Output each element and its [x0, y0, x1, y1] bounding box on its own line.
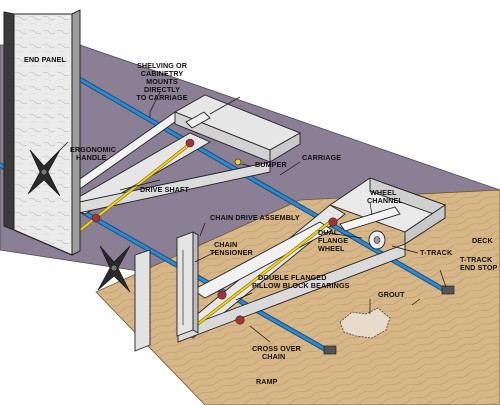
label-wheel-channel-line-2: CHANNEL	[367, 196, 403, 205]
label-cross-over-line-1: CROSS OVER	[252, 344, 302, 353]
bearing-rear-2	[91, 213, 101, 223]
label-shelving-line-1: SHELVING OR	[137, 61, 188, 70]
label-shelving-line-3: MOUNTS	[146, 77, 178, 86]
carriage-front	[177, 177, 446, 343]
label-end-stop-line-2: END STOP	[460, 263, 498, 272]
label-chain-tensioner-line-1: CHAIN	[214, 240, 237, 249]
end-panel	[3, 9, 81, 256]
dual-flange-wheel	[368, 230, 386, 250]
ergonomic-handle	[27, 149, 61, 197]
label-pillow-block-line-2: PILLOW BLOCK BEARINGS	[252, 281, 350, 290]
label-shelving-line-5: TO CARRIAGE	[136, 93, 187, 102]
label-dual-flange-line-1: DUAL	[318, 228, 339, 237]
label-ergonomic-line-2: HANDLE	[76, 153, 107, 162]
label-deck: DECK	[472, 236, 493, 245]
pillow-block-bearing-3	[328, 217, 338, 227]
label-shelving-line-2: CABINETRY	[141, 69, 184, 78]
bumper	[234, 158, 242, 166]
label-chain-drive-assembly: CHAIN DRIVE ASSEMBLY	[210, 213, 300, 222]
label-wheel-channel-line-1: WHEEL	[370, 188, 397, 197]
label-shelving-line-4: DIRECTLY	[144, 85, 180, 94]
side-post	[134, 249, 151, 352]
label-end-stop-line-1: T-TRACK	[460, 255, 493, 264]
labels: END PANEL SHELVING OR CABINETRY MOUNTS D…	[24, 55, 498, 386]
ergonomic-handle-2	[97, 245, 131, 293]
t-track-end-stop-front	[323, 345, 337, 355]
label-ramp: RAMP	[256, 377, 278, 386]
label-chain-tensioner-line-2: TENSIONER	[210, 248, 254, 257]
label-dual-flange-line-3: WHEEL	[318, 244, 345, 253]
label-ergonomic-line-1: ERGONOMIC	[70, 145, 116, 154]
label-drive-shaft: DRIVE SHAFT	[140, 185, 190, 194]
label-t-track: T-TRACK	[420, 248, 453, 257]
label-pillow-block-line-1: DOUBLE FLANGED	[258, 273, 326, 282]
chain-tensioner	[176, 231, 199, 337]
deck-grain	[96, 190, 500, 405]
label-bumper: BUMPER	[255, 160, 287, 169]
label-cross-over-line-2: CHAIN	[262, 352, 285, 361]
label-dual-flange-line-2: FLANGE	[318, 236, 348, 245]
label-grout: GROUT	[378, 290, 405, 299]
carriage-rear	[59, 94, 302, 217]
grout-patch	[339, 307, 391, 339]
label-carriage: CARRIAGE	[302, 153, 341, 162]
leader-lines	[49, 91, 447, 343]
pillow-block-bearing-1	[217, 290, 227, 300]
bearing-rear-1	[185, 138, 195, 148]
t-track-end-stop	[441, 285, 455, 295]
label-end-panel: END PANEL	[24, 55, 66, 64]
pillow-block-bearing-2	[235, 315, 245, 325]
